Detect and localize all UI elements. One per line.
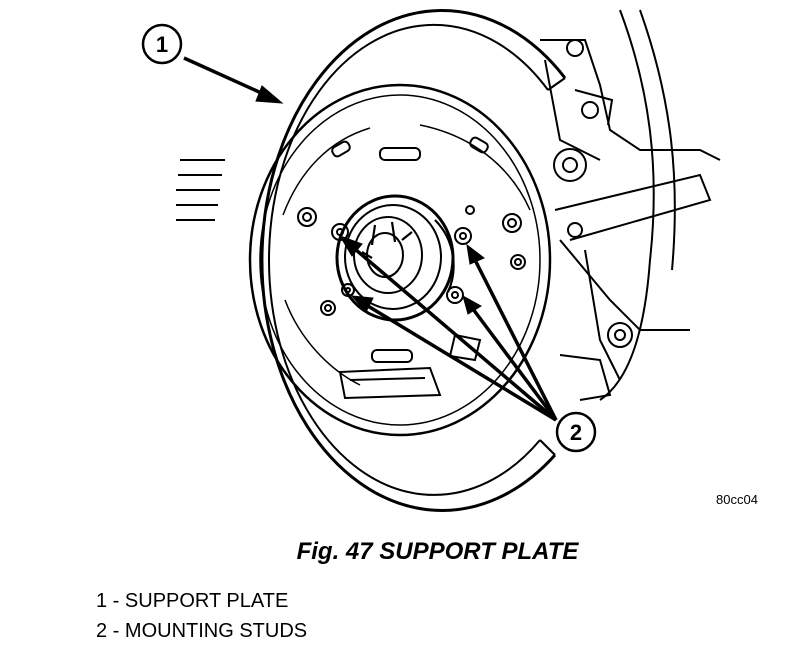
callout-1-circle bbox=[141, 23, 183, 65]
plate-slots bbox=[331, 136, 489, 400]
legend-number: 2 bbox=[96, 620, 108, 642]
mounting-studs bbox=[331, 223, 472, 304]
legend-separator: - bbox=[107, 590, 125, 612]
legend-item-mounting-studs: 2 - MOUNTING STUDS bbox=[96, 616, 307, 646]
callout-2-circle bbox=[555, 411, 597, 453]
callout-1-leader bbox=[183, 56, 269, 98]
figure-caption: Fig. 47 SUPPORT PLATE bbox=[296, 538, 579, 565]
callout-2-leaders bbox=[340, 236, 558, 422]
legend-text: SUPPORT PLATE bbox=[124, 590, 289, 612]
callout-2-arrowheads bbox=[338, 235, 485, 315]
rear-suspension-background bbox=[176, 9, 721, 401]
callout-2-number: 2 bbox=[570, 420, 582, 445]
legend-separator: - bbox=[107, 620, 125, 642]
callout-1-number: 1 bbox=[156, 32, 168, 57]
legend-text: MOUNTING STUDS bbox=[124, 620, 308, 642]
support-plate-illustration: 1 2 bbox=[141, 8, 721, 512]
support-plate bbox=[248, 8, 567, 512]
legend-item-support-plate: 1 - SUPPORT PLATE bbox=[96, 586, 307, 616]
callout-1-arrowhead bbox=[255, 85, 284, 104]
figure-id-code: 80cc04 bbox=[716, 492, 758, 507]
plate-holes bbox=[297, 205, 526, 316]
legend-number: 1 bbox=[96, 590, 108, 612]
axle-hub bbox=[335, 194, 455, 322]
legend: 1 - SUPPORT PLATE 2 - MOUNTING STUDS bbox=[96, 586, 307, 646]
